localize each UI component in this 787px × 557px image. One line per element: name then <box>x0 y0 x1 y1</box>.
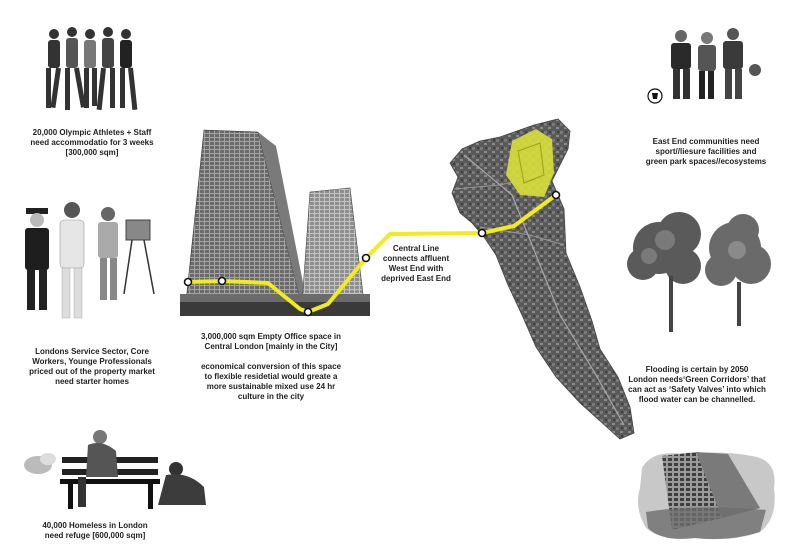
flood-street-photo <box>632 448 782 543</box>
flooding-caption: Flooding is certain by 2050 London needs… <box>628 365 766 404</box>
east-end-caption: East End communities need sport//liesure… <box>645 137 767 166</box>
office-space-caption: 3,000,000 sqm Empty Office space in Cent… <box>200 332 342 351</box>
station-marker <box>551 190 561 200</box>
station-marker <box>217 276 227 286</box>
station-marker <box>303 307 313 317</box>
east-london-map <box>440 115 640 445</box>
east-end-community-photo <box>645 26 765 108</box>
homeless-photo <box>18 425 218 515</box>
station-marker <box>183 277 193 287</box>
office-towers-photo <box>180 126 370 316</box>
athletes-caption: 20,000 Olympic Athletes + Staff need acc… <box>30 128 154 157</box>
central-line-caption: Central Line connects affluent West End … <box>381 244 451 283</box>
homeless-caption: 40,000 Homeless in London need refuge [6… <box>42 521 148 540</box>
workers-caption: Londons Service Sector, Core Workers, Yo… <box>29 347 155 386</box>
workers-photo <box>20 198 160 330</box>
conversion-caption: economical conversion of this space to f… <box>200 362 342 401</box>
athletes-photo <box>38 22 146 120</box>
station-marker <box>361 253 371 263</box>
trees-photo <box>625 200 780 335</box>
station-marker <box>477 228 487 238</box>
